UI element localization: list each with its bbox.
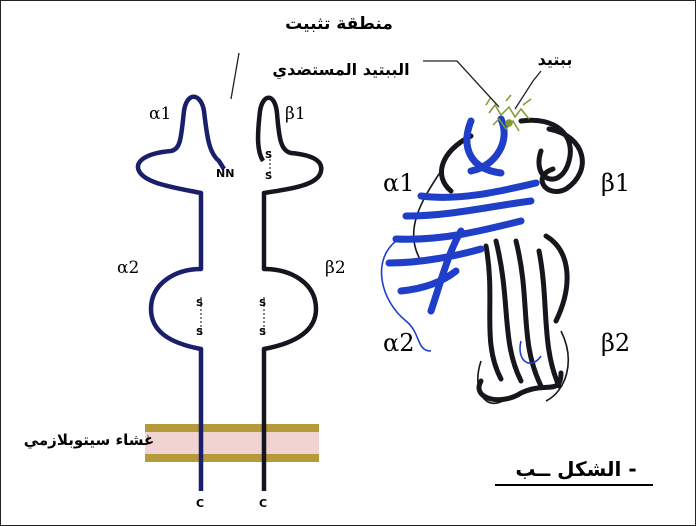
s-label-beta2-top: S (259, 298, 266, 309)
nn-label: NN (216, 167, 234, 180)
s-label-beta2-bottom: S (259, 327, 266, 338)
ribbon-beta2-label: β2 (601, 329, 630, 357)
figure-caption: الشكل ــب - (515, 457, 636, 481)
s-label-beta1-top: S (265, 150, 272, 161)
schematic-beta1-label: β1 (285, 104, 306, 124)
s-label-alpha2-top: S (196, 298, 203, 309)
disulfide-bonds (201, 151, 270, 337)
schematic-alpha2-label: α2 (117, 258, 139, 278)
ribbon-structure (382, 95, 583, 403)
schematic-alpha1-label: α1 (149, 104, 171, 124)
binding-region-label-line1: منطقة تثبيت (285, 14, 393, 34)
membrane-label: غشاء سيتوبلازمي (24, 431, 155, 449)
schematic-beta2-label: β2 (325, 258, 346, 278)
s-label-alpha2-bottom: S (196, 327, 203, 338)
cytoplasmic-membrane (145, 424, 319, 462)
ribbon-alpha2-label: α2 (383, 329, 414, 357)
s-label-beta1-bottom: S (265, 171, 272, 182)
ribbon-alpha1-label: α1 (383, 169, 414, 197)
peptide-label: ببتيد (538, 50, 573, 69)
c-terminus-alpha: C (196, 497, 204, 510)
ribbon-beta1-label: β1 (601, 169, 630, 197)
c-terminus-beta: C (259, 497, 267, 510)
binding-region-label-line2: الببتيد المستضدي (272, 60, 409, 80)
